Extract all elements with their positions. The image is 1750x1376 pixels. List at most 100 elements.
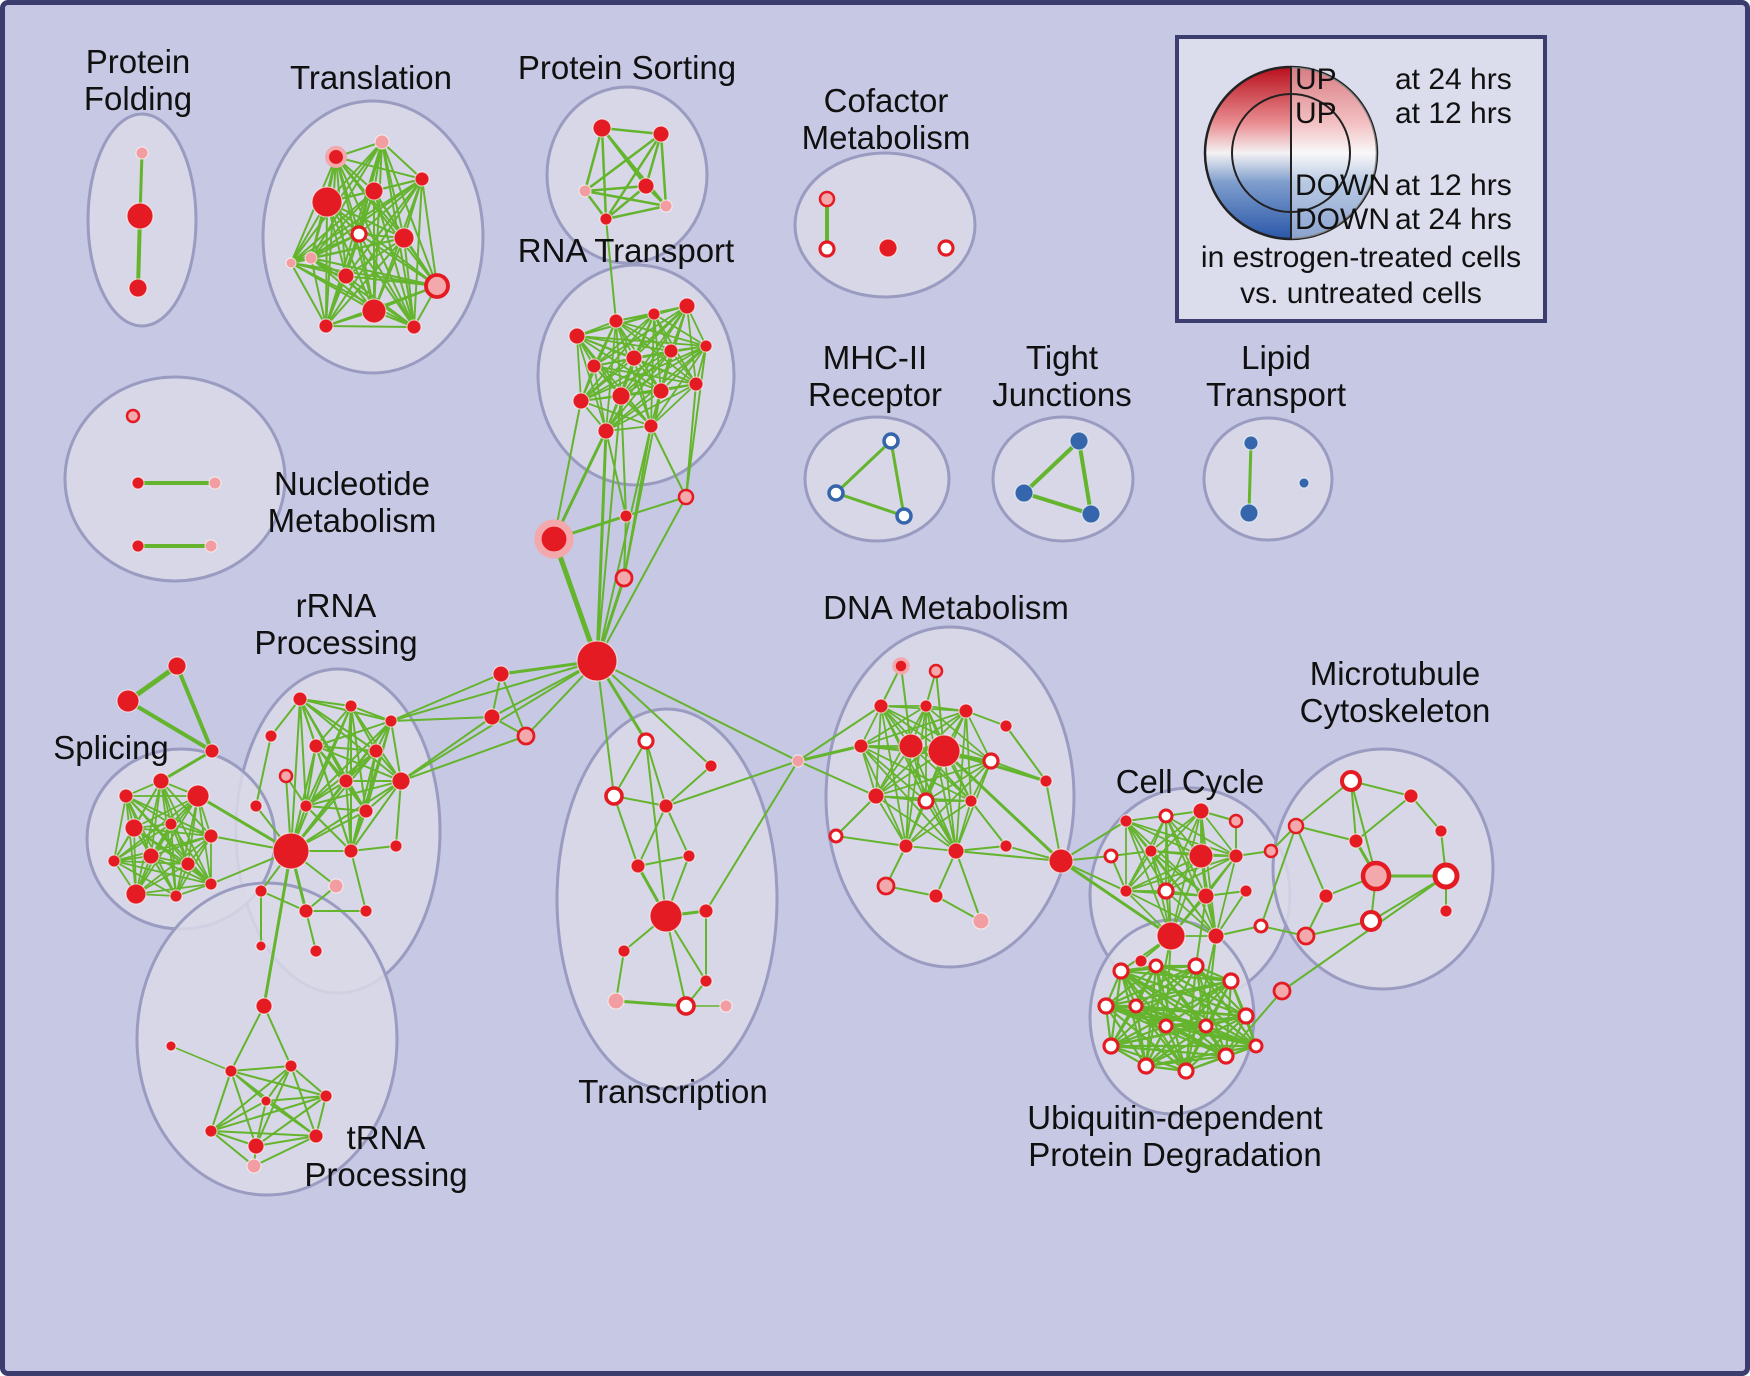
network-edge (290, 233, 360, 264)
network-node (208, 476, 222, 490)
network-edge (290, 698, 301, 852)
network-node (1217, 1047, 1235, 1065)
network-node (126, 202, 154, 230)
network-node (1253, 918, 1269, 934)
network-edge (390, 673, 502, 722)
network-edge (623, 515, 627, 579)
network-edge (400, 716, 493, 782)
network-edge (576, 335, 607, 432)
network-edge (796, 744, 863, 763)
network-node (698, 903, 714, 919)
network-node (617, 944, 631, 958)
network-edge (1134, 979, 1233, 1008)
network-edge (1165, 855, 1237, 892)
network-edge (604, 204, 668, 221)
network-node (164, 817, 178, 831)
network-edge (596, 496, 687, 662)
network-node (892, 657, 910, 675)
network-edge (1109, 1024, 1168, 1048)
network-edge (125, 795, 172, 825)
network-edge (614, 999, 688, 1008)
network-edge (1104, 1004, 1168, 1028)
network-edge (593, 305, 688, 367)
network-node (384, 714, 398, 728)
network-edge (210, 1130, 317, 1137)
network-edge (325, 275, 347, 327)
network-edge (605, 305, 688, 432)
network-edge (797, 760, 877, 797)
network-edge (905, 800, 972, 847)
network-edge (210, 1130, 255, 1167)
network-node (1239, 503, 1259, 523)
network-node (204, 743, 220, 759)
network-edge (255, 735, 272, 807)
network-edge (175, 664, 214, 753)
network-edge (373, 237, 405, 312)
network-edge (925, 705, 957, 852)
network-edge (955, 800, 972, 852)
network-edge (159, 749, 214, 783)
network-edge (583, 126, 604, 193)
network-edge (113, 795, 199, 862)
network-edge (1022, 491, 1093, 516)
network-node (663, 343, 679, 359)
network-edge (133, 795, 199, 829)
network-edge (1125, 820, 1202, 857)
network-node (1039, 774, 1053, 788)
network-node (853, 738, 869, 754)
network-node (652, 382, 670, 400)
network-node (1272, 981, 1292, 1001)
network-node (1287, 817, 1305, 835)
network-node (919, 699, 933, 713)
network-node (1207, 927, 1225, 945)
network-edge (600, 126, 608, 221)
network-node (374, 134, 390, 150)
network-edge (350, 780, 402, 852)
network-node (658, 798, 674, 814)
network-edge (580, 400, 652, 427)
network-edge (620, 350, 672, 397)
network-edge (605, 390, 662, 432)
network-edge (1045, 780, 1062, 862)
network-node (1339, 769, 1363, 793)
network-node (614, 568, 634, 588)
network-edge (925, 800, 957, 852)
network-node (1187, 957, 1205, 975)
network-node (572, 392, 590, 410)
network-node (224, 1064, 238, 1078)
network-node (1263, 843, 1279, 859)
cluster-label-transcription: Transcription (578, 1073, 768, 1110)
network-edge (955, 850, 982, 922)
network-edge (650, 425, 687, 498)
network-node (1177, 1062, 1195, 1080)
network-node (1359, 909, 1383, 933)
network-node (643, 418, 659, 434)
legend-down-12-time: at 12 hrs (1395, 169, 1512, 202)
legend-down-24-time: at 24 hrs (1395, 203, 1512, 236)
network-edge (596, 660, 799, 762)
network-node (368, 743, 384, 759)
network-node (393, 227, 415, 249)
network-node (364, 181, 384, 201)
network-edge (1165, 815, 1217, 937)
network-edge (1165, 815, 1207, 897)
network-edge (253, 1135, 317, 1167)
network-node (625, 349, 643, 367)
network-node (647, 307, 661, 321)
cluster-ellipse-nucleotide-metabolism (63, 375, 287, 583)
network-edge (305, 720, 392, 807)
network-node (358, 803, 374, 819)
network-node (1097, 997, 1115, 1015)
network-edge (580, 345, 707, 402)
network-edge (596, 425, 652, 662)
network-edge (265, 1100, 317, 1137)
network-edge (834, 439, 893, 495)
network-edge (650, 383, 697, 427)
network-node (999, 719, 1013, 733)
network-edge (705, 760, 799, 912)
network-node (1048, 848, 1074, 874)
network-edge (605, 350, 672, 432)
network-node (1248, 1038, 1264, 1054)
